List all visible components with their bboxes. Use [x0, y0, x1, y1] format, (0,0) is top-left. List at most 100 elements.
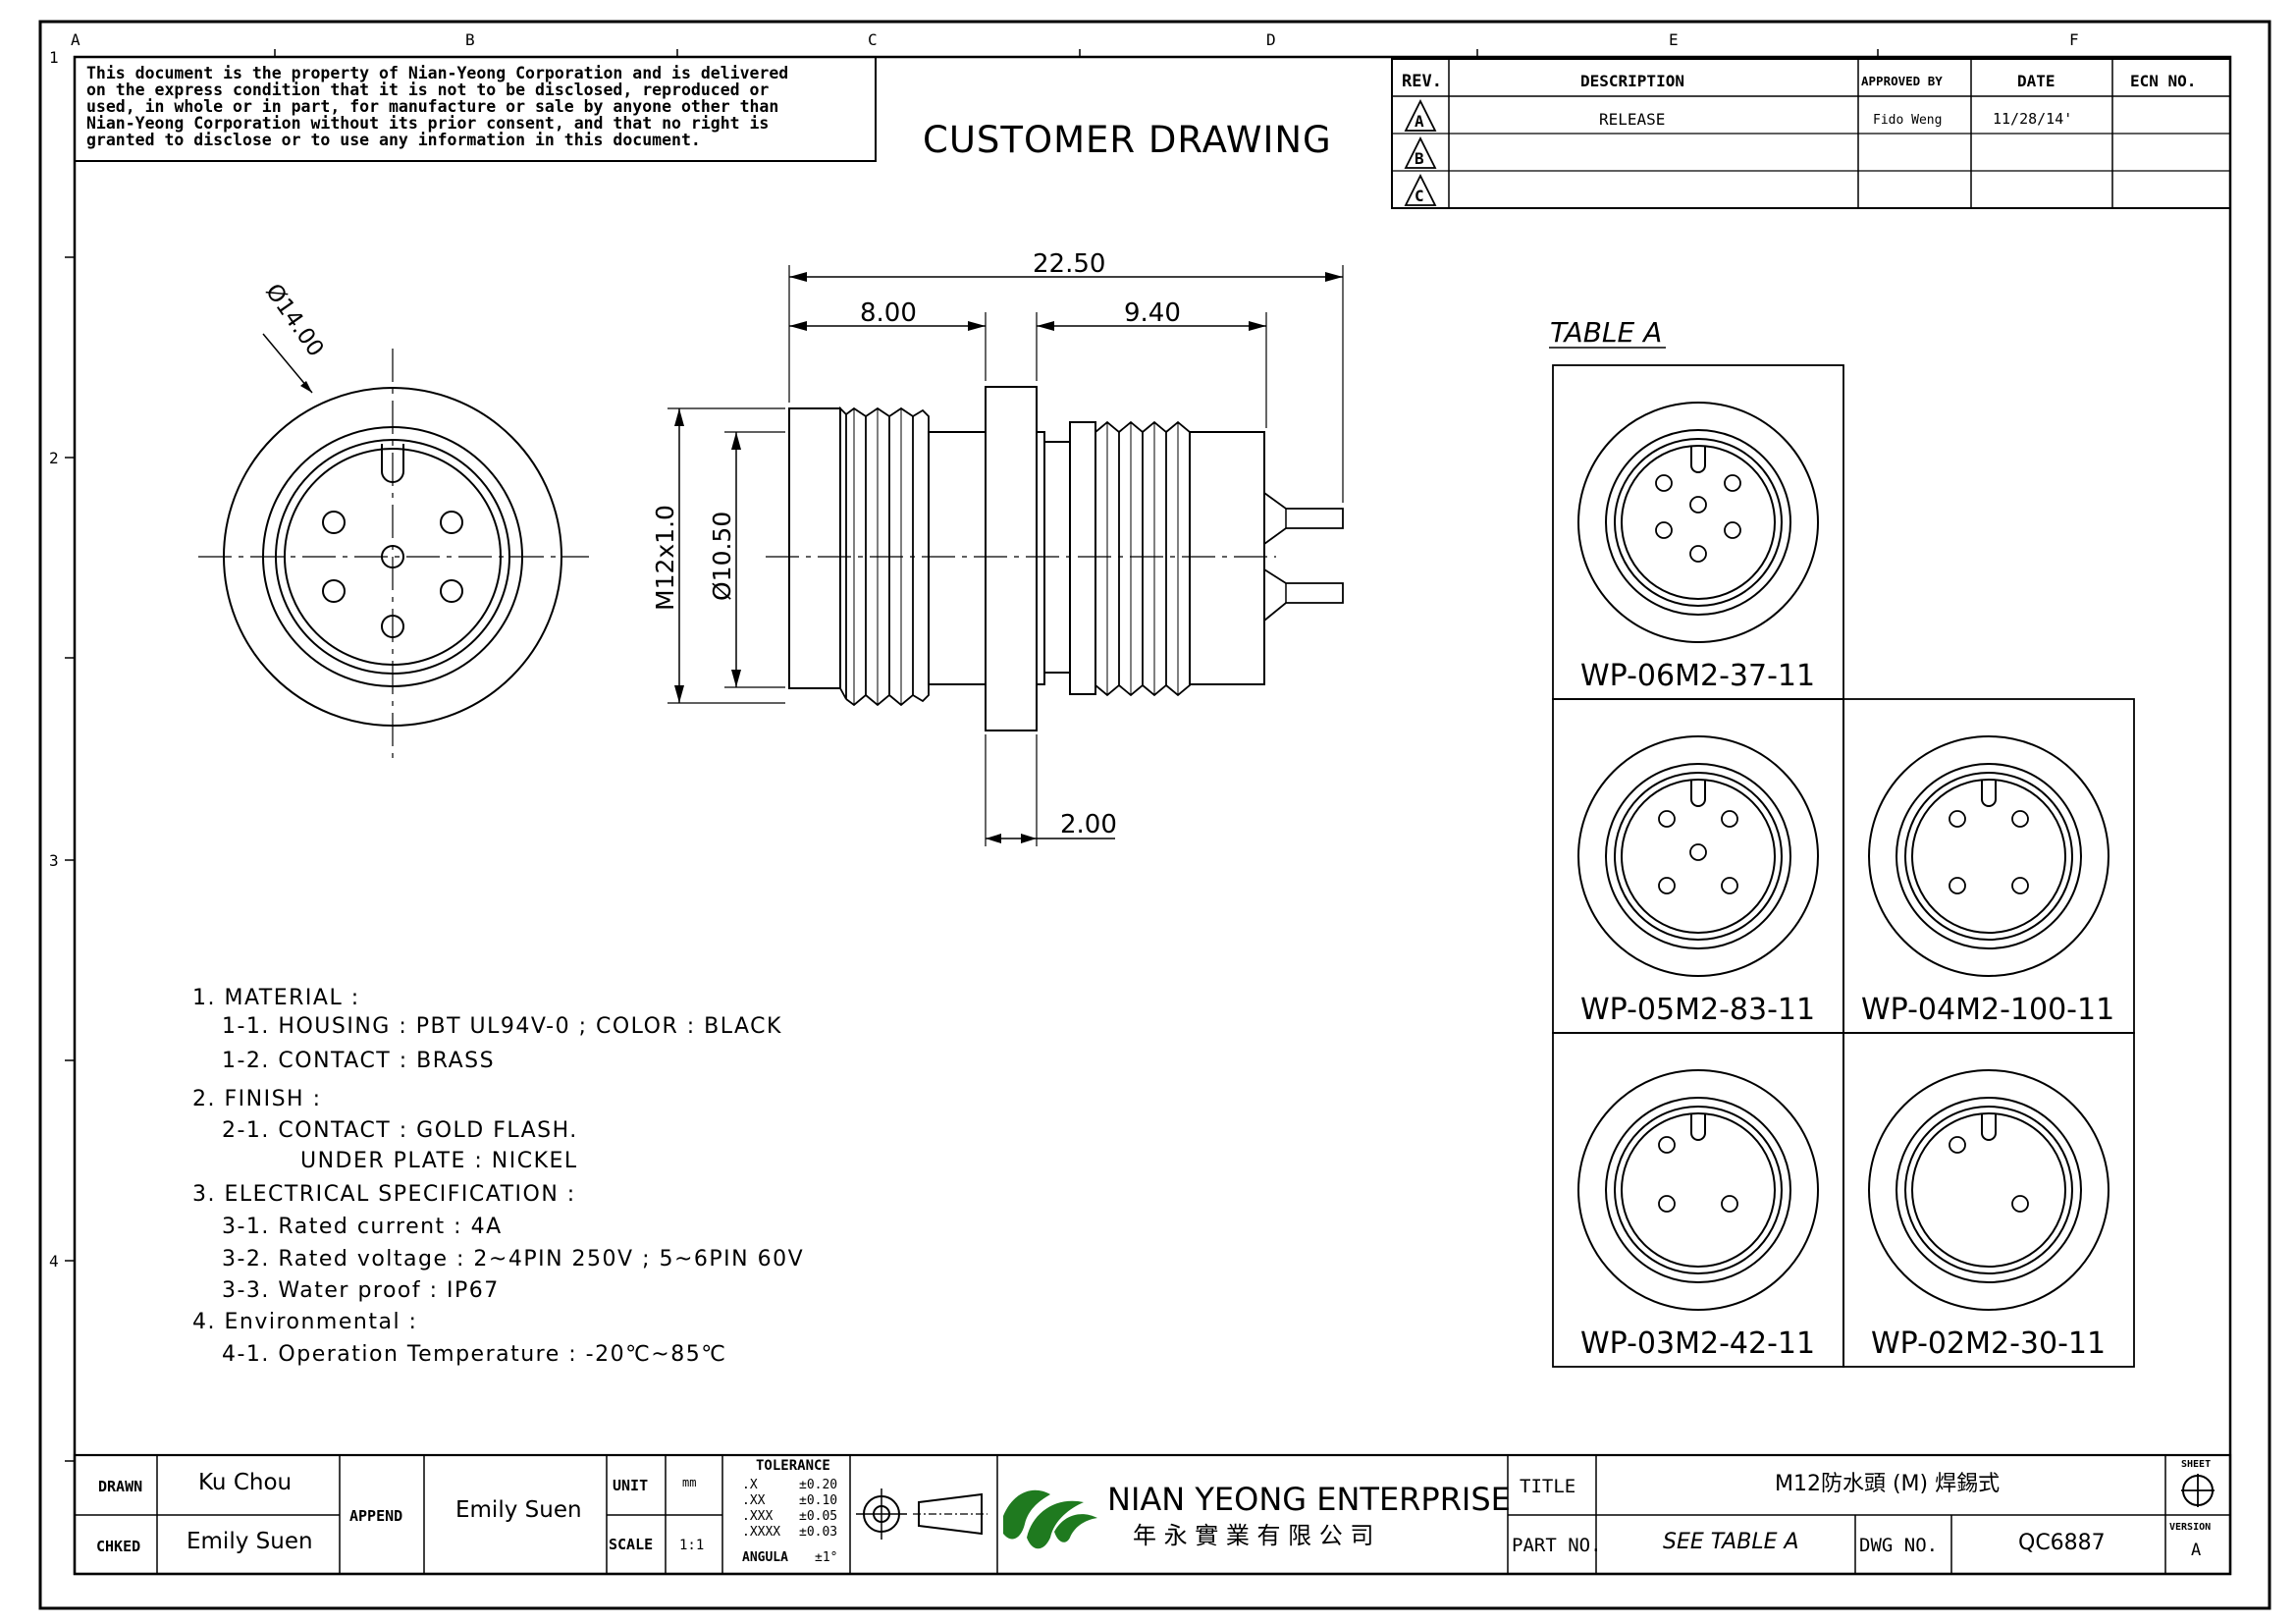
part-value: SEE TABLE A: [1663, 1530, 1799, 1554]
tol-v-5: ±1°: [815, 1550, 837, 1565]
append-label: APPEND: [349, 1507, 402, 1525]
dim-overall-length: 22.50: [1033, 249, 1105, 279]
tolerance-title: TOLERANCE: [756, 1458, 830, 1474]
append-value: Emily Suen: [455, 1497, 582, 1523]
checked-label: CHKED: [96, 1538, 140, 1555]
tol-v-3: ±0.05: [799, 1509, 837, 1524]
note-line-12: 4-1. Operation Temperature : -20℃~85℃: [222, 1342, 726, 1367]
notice-line-4: Nian-Yeong Corporation without its prior…: [86, 114, 769, 133]
table-a-cell-5pin: WP-05M2-83-11: [1577, 735, 1819, 1027]
note-line-3: 1-2. CONTACT : BRASS: [222, 1049, 495, 1073]
rev-header-date: DATE: [2017, 72, 2056, 90]
version-label: VERSION: [2169, 1522, 2211, 1533]
tol-k-1: .X: [742, 1478, 758, 1492]
notice-line-3: used, in whole or in part, for manufactu…: [86, 97, 778, 116]
note-line-7: 3. ELECTRICAL SPECIFICATION :: [192, 1182, 576, 1207]
side-view: 22.50 8.00 9.40 2.00 M12x1.0 Ø: [651, 249, 1344, 846]
note-line-11: 4. Environmental :: [192, 1310, 417, 1334]
grid-col-c: C: [868, 30, 878, 49]
notice-line-5: granted to disclose or to use any inform…: [86, 131, 701, 149]
dim-front-length: 8.00: [860, 298, 917, 328]
notes: 1. MATERIAL : 1-1. HOUSING : PBT UL94V-0…: [192, 986, 804, 1367]
tol-v-1: ±0.20: [799, 1478, 837, 1492]
table-a-cell-4pin: WP-04M2-100-11: [1861, 735, 2114, 1027]
notice-line-1: This document is the property of Nian-Ye…: [86, 64, 788, 82]
grid-col-markers: A B C D E F: [71, 30, 2079, 57]
tol-v-4: ±0.03: [799, 1525, 837, 1540]
title-label: TITLE: [1520, 1476, 1575, 1497]
front-view: Ø14.00: [198, 280, 589, 764]
unit-value: mm: [682, 1476, 696, 1489]
unit-label: UNIT: [613, 1477, 648, 1494]
grid-col-e: E: [1669, 30, 1679, 49]
grid-col-a: A: [71, 30, 80, 49]
dim-thread: M12x1.0: [651, 505, 679, 611]
grid-row-4: 4: [49, 1252, 59, 1271]
note-line-4: 2. FINISH :: [192, 1087, 321, 1111]
revision-table: REV. DESCRIPTION APPROVED BY DATE ECN NO…: [1391, 58, 2231, 209]
table-a-part-5: WP-02M2-30-11: [1871, 1326, 2106, 1361]
company-name-en: NIAN YEONG ENTERPRISE: [1107, 1481, 1511, 1518]
rev-header-ecn: ECN NO.: [2130, 72, 2196, 90]
table-a-part-2: WP-05M2-83-11: [1580, 993, 1815, 1027]
sheet-label: SHEET: [2181, 1459, 2211, 1470]
dwg-value: QC6887: [2018, 1531, 2106, 1555]
table-a-part-3: WP-04M2-100-11: [1861, 993, 2114, 1027]
rev-row-b-rev: B: [1415, 149, 1424, 168]
notice-box: This document is the property of Nian-Ye…: [74, 56, 877, 162]
table-a-cell-3pin: WP-03M2-42-11: [1577, 1069, 1819, 1361]
company-logo: [1003, 1489, 1097, 1549]
grid-row-markers: 1 2 3 4: [49, 48, 75, 1462]
rev-row-a-rev: A: [1415, 112, 1424, 131]
table-a-part-1: WP-06M2-37-11: [1580, 659, 1815, 693]
company-name-zh: 年 永 實 業 有 限 公 司: [1133, 1522, 1373, 1549]
table-a-cell-6pin: WP-06M2-37-11: [1577, 402, 1819, 693]
dim-body-diameter: Ø10.50: [708, 512, 736, 601]
note-line-1: 1. MATERIAL :: [192, 986, 360, 1010]
tol-k-3: .XXX: [742, 1509, 773, 1524]
note-line-10: 3-3. Water proof : IP67: [222, 1278, 500, 1303]
scale-label: SCALE: [609, 1536, 653, 1553]
note-line-9: 3-2. Rated voltage : 2~4PIN 250V ; 5~6PI…: [222, 1247, 804, 1271]
dwg-label: DWG NO.: [1859, 1535, 1938, 1556]
grid-col-b: B: [465, 30, 475, 49]
rev-row-c-rev: C: [1415, 187, 1424, 205]
notice-line-2: on the express condition that it is not …: [86, 81, 769, 99]
part-label: PART NO.: [1512, 1535, 1602, 1556]
outer-frame: [38, 20, 2271, 1610]
grid-row-3: 3: [49, 851, 59, 870]
rev-header-description: DESCRIPTION: [1580, 72, 1684, 90]
drawn-value: Ku Chou: [198, 1470, 292, 1495]
dim-rear-length: 9.40: [1124, 298, 1181, 328]
note-line-6: UNDER PLATE : NICKEL: [300, 1149, 578, 1173]
sheet-symbol-icon: [2181, 1474, 2215, 1507]
grid-row-2: 2: [49, 449, 59, 467]
table-a: TABLE A WP-06M2-37-11: [1549, 316, 2135, 1368]
note-line-2: 1-1. HOUSING : PBT UL94V-0 ; COLOR : BLA…: [222, 1014, 782, 1039]
rev-row-a-date: 11/28/14': [1993, 110, 2072, 128]
dim-flange-thickness: 2.00: [1060, 810, 1117, 839]
projection-symbol-icon: [856, 1488, 988, 1540]
table-a-title: TABLE A: [1550, 316, 1662, 349]
grid-row-1: 1: [49, 48, 59, 67]
rev-row-a-approved: Fido Weng: [1873, 113, 1942, 128]
scale-value: 1:1: [679, 1538, 704, 1553]
title-value: M12防水頭 (M) 焊錫式: [1775, 1472, 2000, 1496]
tol-k-2: .XX: [742, 1493, 766, 1508]
note-line-5: 2-1. CONTACT : GOLD FLASH.: [222, 1118, 578, 1143]
title-block: DRAWN Ku Chou CHKED Emily Suen APPEND Em…: [73, 1453, 2232, 1576]
header-title: CUSTOMER DRAWING: [923, 119, 1332, 161]
checked-value: Emily Suen: [187, 1529, 313, 1554]
tol-k-5: ANGULA: [742, 1550, 788, 1565]
grid-col-f: F: [2069, 30, 2079, 49]
table-a-part-4: WP-03M2-42-11: [1580, 1326, 1815, 1361]
rev-header-approved: APPROVED BY: [1861, 74, 1943, 88]
note-line-8: 3-1. Rated current : 4A: [222, 1215, 503, 1239]
tol-k-4: .XXXX: [742, 1525, 780, 1540]
grid-col-d: D: [1266, 30, 1276, 49]
drawn-label: DRAWN: [98, 1478, 142, 1495]
version-value: A: [2191, 1541, 2201, 1560]
dim-front-diameter: Ø14.00: [260, 280, 328, 362]
tol-v-2: ±0.10: [799, 1493, 837, 1508]
